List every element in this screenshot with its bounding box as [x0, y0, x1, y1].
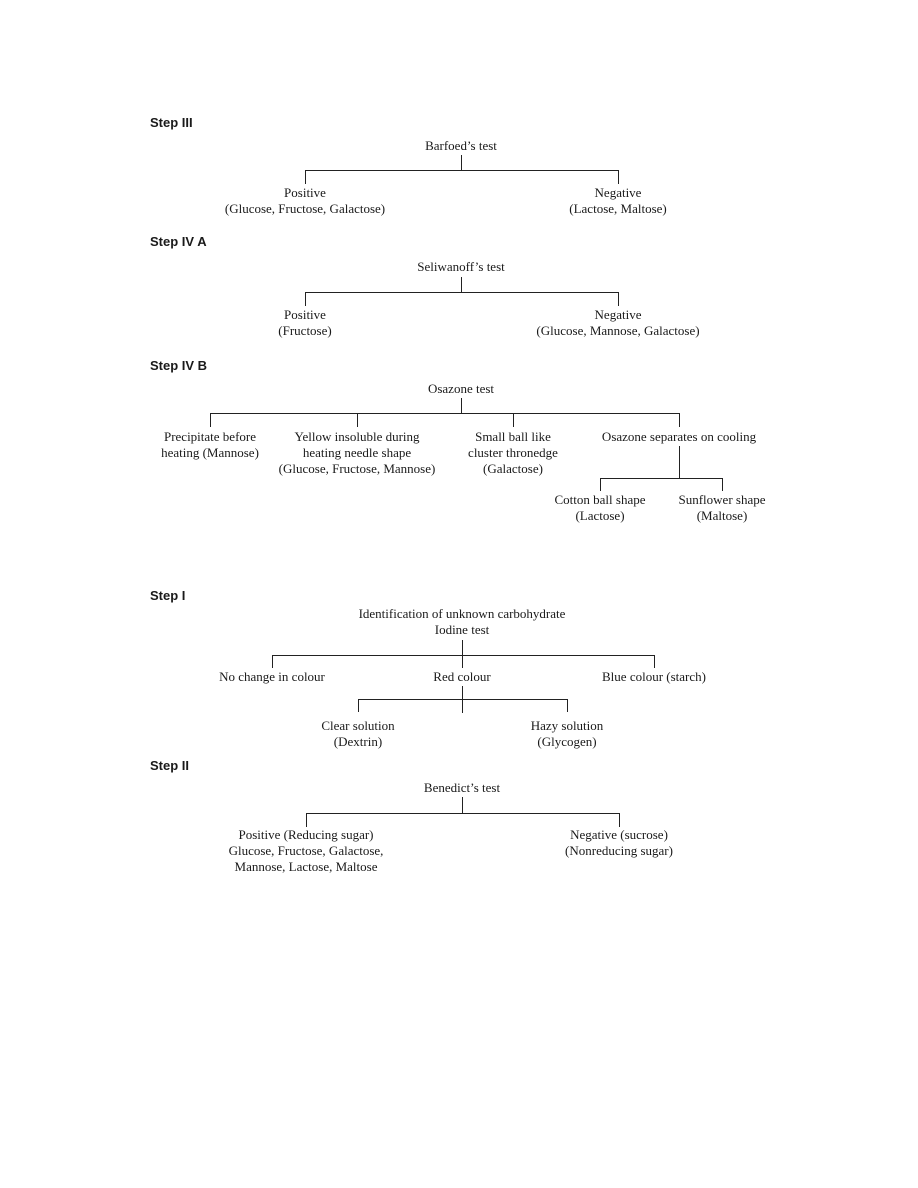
osazone-cotton-line-1: Cotton ball shape	[554, 492, 646, 507]
barfoed-negative-title: Negative	[594, 185, 642, 200]
iodine-no-change-node: No change in colour	[219, 669, 325, 684]
osazone-cooling-branch-connector	[600, 478, 722, 479]
step-i-label: Step I	[150, 588, 186, 603]
benedict-positive-line-1: Positive (Reducing sugar)	[238, 827, 374, 842]
osazone-cotton-node: Cotton ball shape (Lactose)	[555, 492, 646, 524]
osazone-cooling-line-1: Osazone separates on cooling	[601, 429, 757, 444]
osazone-galactose-line-3: (Galactose)	[483, 461, 543, 476]
step-ii-label: Step II	[150, 758, 190, 773]
seliwanoff-negative-detail: (Glucose, Mannose, Galactose)	[536, 323, 700, 338]
iodine-branch-connector	[272, 655, 654, 656]
benedict-negative-line-1: Negative (sucrose)	[570, 827, 668, 842]
osazone-galactose-line-1: Small ball like	[475, 429, 551, 444]
barfoed-positive-detail: (Glucose, Fructose, Galactose)	[224, 201, 386, 216]
seliwanoff-positive-detail: (Fructose)	[278, 323, 332, 338]
step-iv-a-label: Step IV A	[150, 234, 207, 249]
benedict-negative-line-2: (Nonreducing sugar)	[565, 843, 673, 858]
clear-solution-node: Clear solution (Dextrin)	[321, 718, 394, 750]
iodine-root-node: Identification of unknown carbohydrate I…	[359, 606, 566, 638]
osazone-needle-line-3: (Glucose, Fructose, Mannose)	[278, 461, 436, 476]
seliwanoff-positive-title: Positive	[284, 307, 326, 322]
barfoed-stem-connector	[461, 155, 462, 170]
osazone-branch-4-drop	[679, 413, 680, 427]
iodine-red-drop	[462, 655, 463, 668]
osazone-cooling-stem-connector	[679, 446, 680, 478]
seliwanoff-positive-drop	[305, 292, 306, 306]
osazone-test-node: Osazone test	[427, 381, 495, 396]
osazone-branch-2-drop	[357, 413, 358, 427]
barfoed-negative-drop	[618, 170, 619, 184]
benedict-negative-drop	[619, 813, 620, 827]
osazone-branch-connector	[210, 413, 679, 414]
osazone-needle-node: Yellow insoluble during heating needle s…	[279, 429, 436, 477]
barfoed-positive-drop	[305, 170, 306, 184]
seliwanoff-test-node: Seliwanoff’s test	[417, 259, 505, 274]
step-iii-label: Step III	[150, 115, 193, 130]
osazone-galactose-line-2: cluster thronedge	[468, 445, 558, 460]
osazone-mannose-line-1: Precipitate before	[163, 429, 257, 444]
barfoed-positive-title: Positive	[284, 185, 326, 200]
osazone-cotton-line-2: (Lactose)	[575, 508, 625, 523]
barfoed-branch-connector	[305, 170, 618, 171]
seliwanoff-positive-node: Positive (Fructose)	[278, 307, 331, 339]
osazone-mannose-node: Precipitate before heating (Mannose)	[161, 429, 259, 461]
hazy-solution-node: Hazy solution (Glycogen)	[531, 718, 604, 750]
osazone-sunflower-line-2: (Maltose)	[696, 508, 748, 523]
seliwanoff-negative-node: Negative (Glucose, Mannose, Galactose)	[536, 307, 699, 339]
osazone-branch-3-drop	[513, 413, 514, 427]
osazone-branch-1-drop	[210, 413, 211, 427]
osazone-needle-line-1: Yellow insoluble during	[294, 429, 420, 444]
red-colour-hazy-drop	[567, 699, 568, 712]
osazone-cotton-drop	[600, 478, 601, 491]
seliwanoff-negative-drop	[618, 292, 619, 306]
hazy-solution-title: Hazy solution	[530, 718, 604, 733]
seliwanoff-branch-connector	[305, 292, 618, 293]
iodine-blue-drop	[654, 655, 655, 668]
benedict-stem-connector	[462, 797, 463, 813]
osazone-needle-line-2: heating needle shape	[302, 445, 412, 460]
iodine-stem-connector	[462, 640, 463, 655]
benedict-positive-line-2: Glucose, Fructose, Galactose,	[228, 843, 384, 858]
barfoed-positive-node: Positive (Glucose, Fructose, Galactose)	[225, 185, 385, 217]
osazone-sunflower-drop	[722, 478, 723, 491]
benedict-branch-connector	[306, 813, 619, 814]
benedict-negative-node: Negative (sucrose) (Nonreducing sugar)	[565, 827, 673, 859]
red-colour-clear-drop	[358, 699, 359, 712]
osazone-galactose-node: Small ball like cluster thronedge (Galac…	[468, 429, 558, 477]
benedict-positive-node: Positive (Reducing sugar) Glucose, Fruct…	[229, 827, 384, 875]
benedict-positive-drop	[306, 813, 307, 827]
iodine-root-line-1: Identification of unknown carbohydrate	[358, 606, 566, 621]
red-colour-branch-connector	[358, 699, 567, 700]
benedict-test-node: Benedict’s test	[423, 780, 501, 795]
iodine-red-colour-node: Red colour	[433, 669, 491, 684]
seliwanoff-stem-connector	[461, 277, 462, 292]
benedict-positive-line-3: Mannose, Lactose, Maltose	[234, 859, 378, 874]
clear-solution-title: Clear solution	[321, 718, 395, 733]
barfoed-negative-node: Negative (Lactose, Maltose)	[569, 185, 666, 217]
osazone-cooling-node: Osazone separates on cooling	[602, 429, 756, 445]
barfoed-negative-detail: (Lactose, Maltose)	[569, 201, 667, 216]
hazy-solution-detail: (Glycogen)	[537, 734, 597, 749]
iodine-root-line-2: Iodine test	[434, 622, 490, 637]
clear-solution-detail: (Dextrin)	[333, 734, 383, 749]
iodine-no-change-drop	[272, 655, 273, 668]
osazone-sunflower-line-1: Sunflower shape	[678, 492, 766, 507]
seliwanoff-negative-title: Negative	[594, 307, 642, 322]
osazone-mannose-line-2: heating (Mannose)	[161, 445, 259, 460]
osazone-sunflower-node: Sunflower shape (Maltose)	[678, 492, 765, 524]
iodine-blue-colour-node: Blue colour (starch)	[602, 669, 706, 684]
osazone-stem-connector	[461, 398, 462, 413]
barfoed-test-node: Barfoed’s test	[425, 138, 497, 153]
step-iv-b-label: Step IV B	[150, 358, 208, 373]
